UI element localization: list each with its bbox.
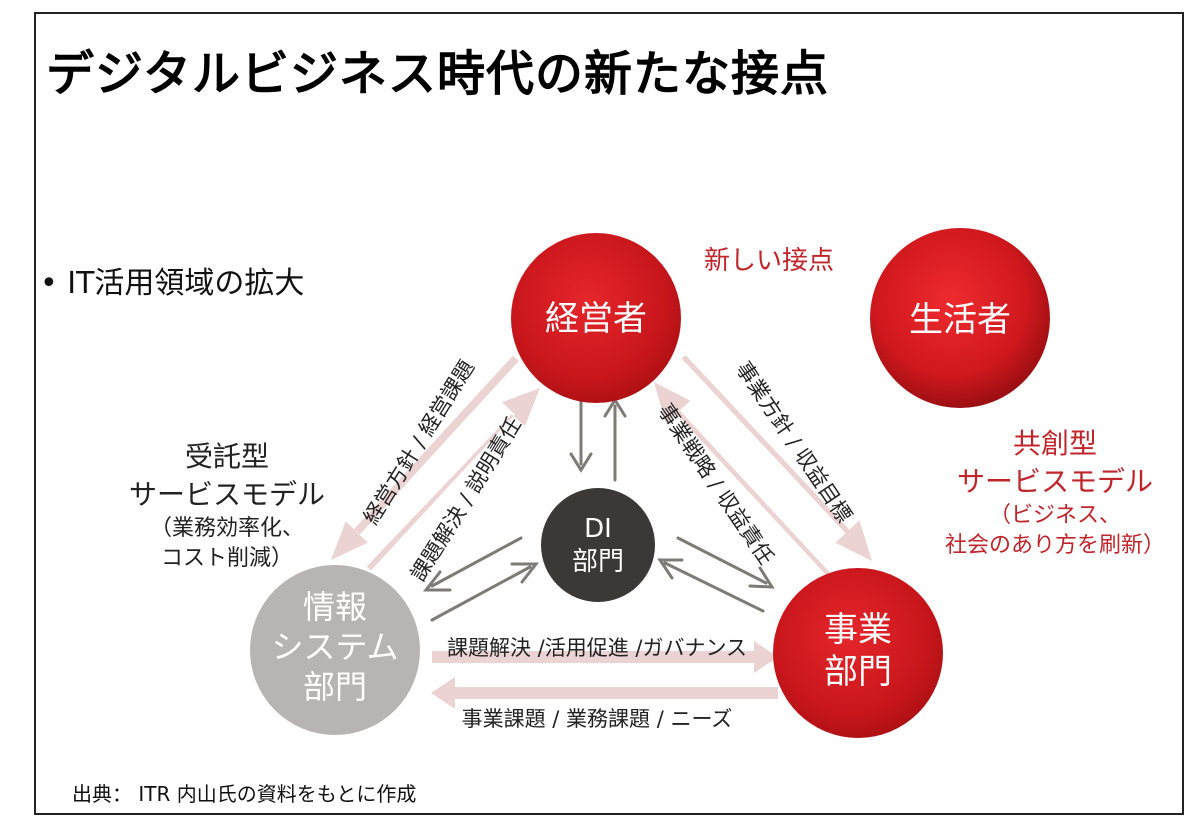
label-exec-to-biz: 事業方針 / 収益目標	[731, 357, 856, 527]
arrow-di-to-biz	[676, 536, 768, 585]
source-citation: 出典： ITR 内山氏の資料をもとに作成	[72, 782, 417, 806]
arrow-di-to-it	[430, 536, 523, 588]
it-label-2: システム	[271, 628, 398, 666]
executive-label: 経営者	[545, 299, 647, 339]
it-label-3: 部門	[303, 668, 367, 706]
arrow-biz-to-exec	[654, 382, 837, 583]
entrusted-model-note-2: コスト削減）	[160, 546, 293, 571]
entrusted-model-note-1: （業務効率化、	[149, 516, 304, 541]
entrusted-model-title: 受託型	[184, 440, 269, 473]
arrow-it-to-biz	[432, 641, 778, 673]
arrow-it-to-exec	[366, 388, 540, 571]
consumer-label: 生活者	[909, 300, 1011, 340]
biz-label-2: 部門	[824, 652, 892, 692]
cocreation-model-label: 共創型 サービスモデル （ビジネス、 社会のあり方を刷新）	[930, 425, 1180, 561]
business-dept-node	[773, 568, 943, 738]
page-title: デジタルビジネス時代の新たな接点	[46, 46, 830, 102]
arrow-exec-to-it	[331, 355, 519, 560]
cocreation-model-title: 共創型	[1012, 427, 1097, 460]
cocreation-model-note-2: 社会のあり方を刷新）	[944, 533, 1165, 558]
slide-frame	[34, 12, 1184, 815]
bullet-point: • IT活用領域の拡大	[40, 266, 305, 301]
di-label-2: 部門	[572, 547, 624, 577]
it-dept-node	[250, 565, 420, 735]
arrow-exec-to-biz	[681, 355, 872, 561]
cocreation-model-subtitle: サービスモデル	[956, 465, 1153, 498]
label-biz-to-exec: 事業戦略 / 収益責任	[653, 399, 778, 569]
label-it-to-biz: 課題解決 /活用促進 /ガバナンス	[447, 636, 747, 660]
new-contact-label: 新しい接点	[704, 246, 835, 276]
di-dept-node	[541, 488, 655, 602]
consumer-node	[870, 228, 1050, 408]
cocreation-model-note-1: （ビジネス、	[988, 503, 1121, 528]
entrusted-model-label: 受託型 サービスモデル （業務効率化、 コスト削減）	[112, 438, 342, 574]
executive-node	[511, 233, 681, 403]
entrusted-model-subtitle: サービスモデル	[128, 478, 325, 511]
biz-label-1: 事業	[824, 610, 892, 650]
arrow-biz-to-it	[431, 677, 778, 709]
arrow-it-to-di	[430, 565, 532, 622]
it-label-1: 情報	[303, 588, 367, 626]
arrow-biz-to-di	[663, 561, 765, 613]
label-biz-to-it: 事業課題 / 業務課題 / ニーズ	[462, 707, 733, 731]
di-label-1: DI	[584, 514, 612, 544]
